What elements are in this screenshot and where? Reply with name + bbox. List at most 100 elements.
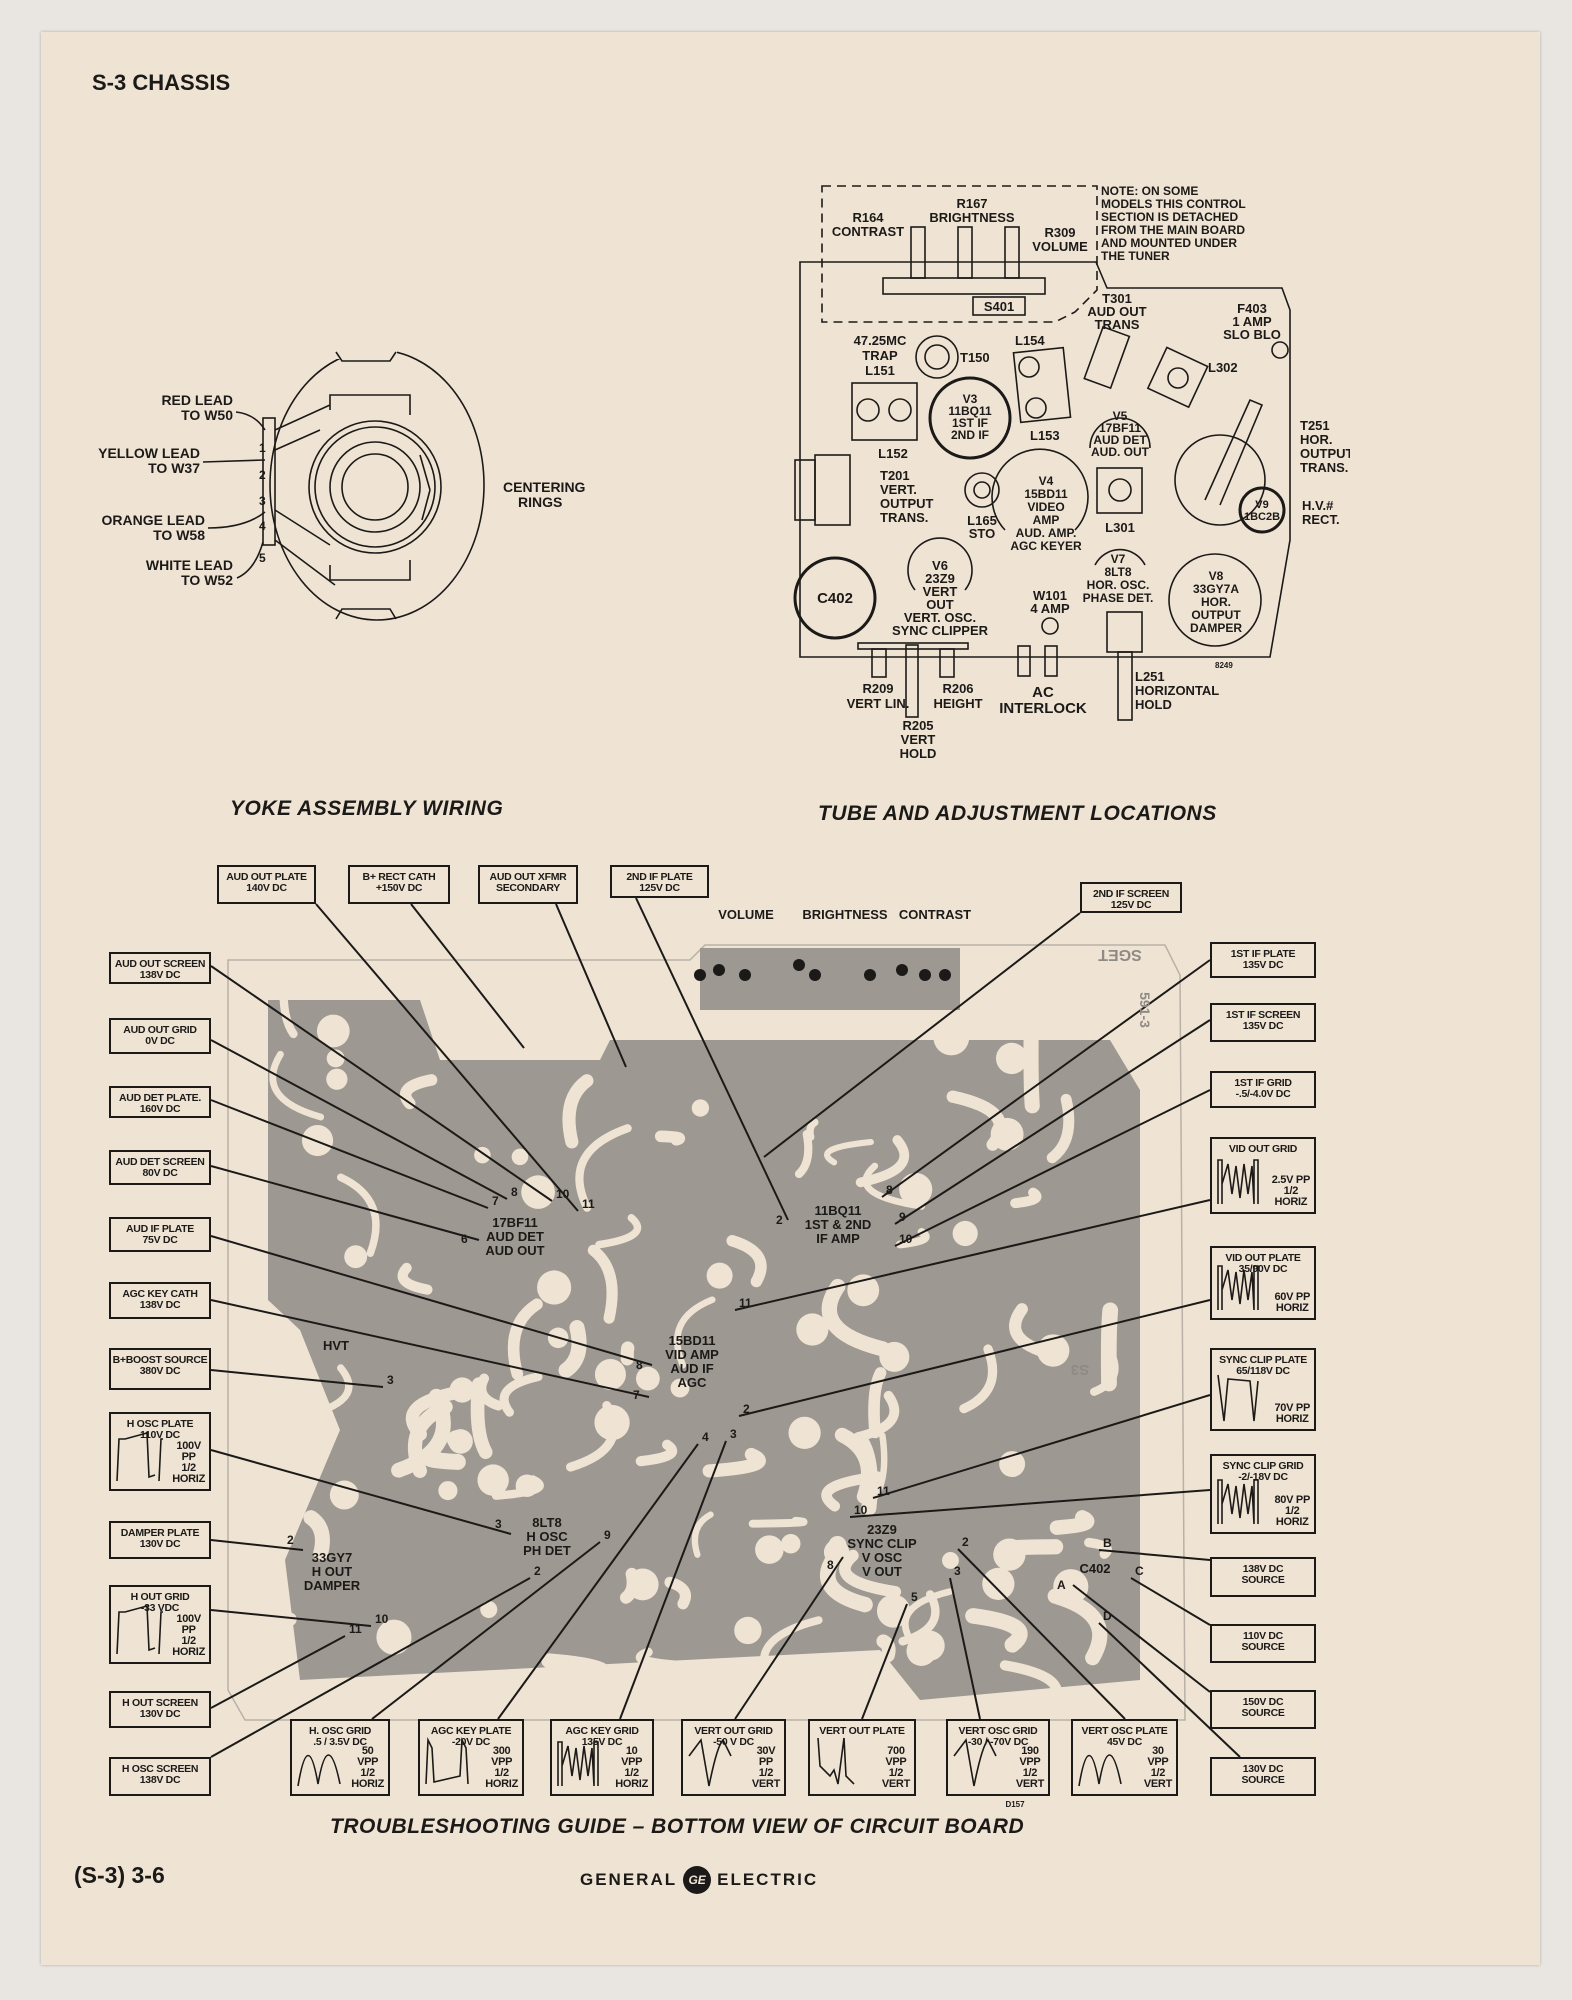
board-tube-label: AGC — [678, 1375, 708, 1390]
test-point-voltage: 138V DC — [139, 1774, 181, 1786]
terminal-3: 3 — [259, 494, 266, 508]
waveform-spec-line: 10 — [625, 1745, 638, 1757]
r205-label: R205 — [902, 718, 933, 733]
terminal-4: 4 — [259, 519, 266, 533]
test-point-box: AUD DET PLATE.160V DC — [109, 1086, 211, 1118]
t201-label: TRANS. — [880, 510, 928, 525]
board-tube-label: 8LT8 — [532, 1515, 561, 1530]
board-tube-label: AUD DET — [486, 1229, 544, 1244]
terminal-5: 5 — [259, 551, 266, 565]
r309-label: R309 — [1044, 225, 1075, 240]
control-note: THE TUNER — [1101, 249, 1170, 263]
pin-number: 2 — [743, 1402, 750, 1416]
board-tube-label: HVT — [323, 1338, 349, 1353]
f403-label: SLO BLO — [1223, 327, 1281, 342]
trace-gap — [397, 1262, 433, 1295]
pad-hole — [879, 1341, 910, 1372]
v8-tube-label: V8 — [1209, 569, 1224, 583]
board-tube-label: SYNC CLIP — [847, 1536, 917, 1551]
pin-number: 6 — [461, 1232, 468, 1246]
trace-gap — [420, 1446, 466, 1470]
pin-number: 11 — [877, 1484, 890, 1498]
test-point-name: VERT OUT GRID — [694, 1725, 773, 1737]
trace-gap — [748, 1516, 808, 1528]
board-tube-label: H OSC — [526, 1529, 568, 1544]
trace-gap — [1046, 1093, 1075, 1164]
leader-line — [1130, 1577, 1211, 1626]
pad-hole — [899, 1172, 933, 1207]
v5-tube-label: AUD DET — [1093, 433, 1147, 447]
pin-number: 10 — [556, 1187, 570, 1201]
trace-gap — [794, 1129, 813, 1179]
test-point-voltage: 130V DC — [139, 1538, 181, 1550]
test-point-name: VID OUT GRID — [1228, 1143, 1298, 1155]
centering-rings-label: CENTERING — [503, 479, 586, 495]
v4-tube-label: AMP — [1033, 513, 1060, 527]
waveform-spec-line: PP — [181, 1451, 196, 1463]
pad-hole — [788, 1416, 821, 1450]
pad-hole — [982, 1567, 1015, 1601]
trace-gap — [959, 1344, 998, 1414]
test-point-name: H OUT GRID — [130, 1591, 190, 1603]
pin-number: B — [1103, 1536, 1112, 1550]
trace-gap — [868, 1367, 887, 1439]
test-point-name: 150V DC — [1242, 1696, 1284, 1708]
leader-line — [410, 903, 525, 1049]
waveform-spec-line: VERT — [751, 1778, 780, 1790]
test-point-voltage: 138V DC — [139, 1299, 181, 1311]
trace-gap — [587, 1244, 618, 1324]
waveform-spec-line: VPP — [491, 1756, 513, 1768]
test-point-name: 1ST IF GRID — [1234, 1077, 1292, 1089]
pin-number: 3 — [495, 1517, 502, 1531]
test-point-voltage: 135V DC — [1242, 959, 1284, 971]
board-caption: TROUBLESHOOTING GUIDE – BOTTOM VIEW OF C… — [330, 1815, 1025, 1838]
waveform-spec-line: 1/2 — [360, 1767, 375, 1779]
t251-label: T251 — [1300, 418, 1330, 433]
trace-gap — [269, 1050, 325, 1121]
v3-tube-label: 11BQ11 — [948, 404, 992, 418]
trace-gap — [337, 1173, 380, 1257]
test-point-name: AGC KEY CATH — [122, 1288, 198, 1300]
v4-tube-label: 15BD11 — [1024, 487, 1068, 501]
v3-tube-label: V3 — [963, 392, 978, 406]
test-point-voltage: -50 V DC — [713, 1736, 754, 1748]
leader-line — [734, 1556, 844, 1720]
test-point-voltage: 75V DC — [142, 1234, 178, 1246]
trace-gap — [898, 1590, 940, 1646]
red-lead-label: RED LEAD — [161, 392, 233, 408]
trace-gap — [821, 1278, 891, 1357]
v4-tube-label: V4 — [1039, 474, 1054, 488]
trace-gap — [673, 1296, 716, 1369]
ac-interlock-label: INTERLOCK — [999, 700, 1087, 717]
pin-number: 11 — [349, 1622, 362, 1636]
r167-label: BRIGHTNESS — [929, 210, 1015, 225]
board-tube-label: 17BF11 — [492, 1215, 538, 1230]
pad-hole — [755, 1535, 784, 1564]
yoke-caption: YOKE ASSEMBLY WIRING — [230, 797, 504, 820]
trace-gap — [1100, 1302, 1119, 1392]
waveform-spec-line: 1/2 — [888, 1767, 904, 1779]
pad-hole — [626, 1568, 659, 1601]
test-point-name: 1ST IF PLATE — [1230, 948, 1296, 960]
waveform-spec-line: 1/2 — [181, 1635, 196, 1647]
v8-tube-label: 33GY7A — [1193, 582, 1239, 596]
board-tube-label: H OUT — [312, 1564, 353, 1579]
leader-line — [210, 1235, 653, 1366]
trace-gap — [862, 1162, 926, 1210]
waveform-spec-line: 1/2 — [624, 1767, 639, 1779]
test-point-name: H OUT SCREEN — [122, 1697, 198, 1709]
test-point-voltage: -33 VDC — [140, 1602, 180, 1614]
trace-gap — [834, 1427, 876, 1504]
waveform-spec-line: VPP — [1019, 1756, 1041, 1768]
waveform-icon — [817, 1737, 855, 1785]
waveform-spec-line: VERT — [881, 1778, 910, 1790]
trace-gap — [255, 1419, 297, 1469]
test-point-name: VERT OUT PLATE — [819, 1725, 905, 1737]
